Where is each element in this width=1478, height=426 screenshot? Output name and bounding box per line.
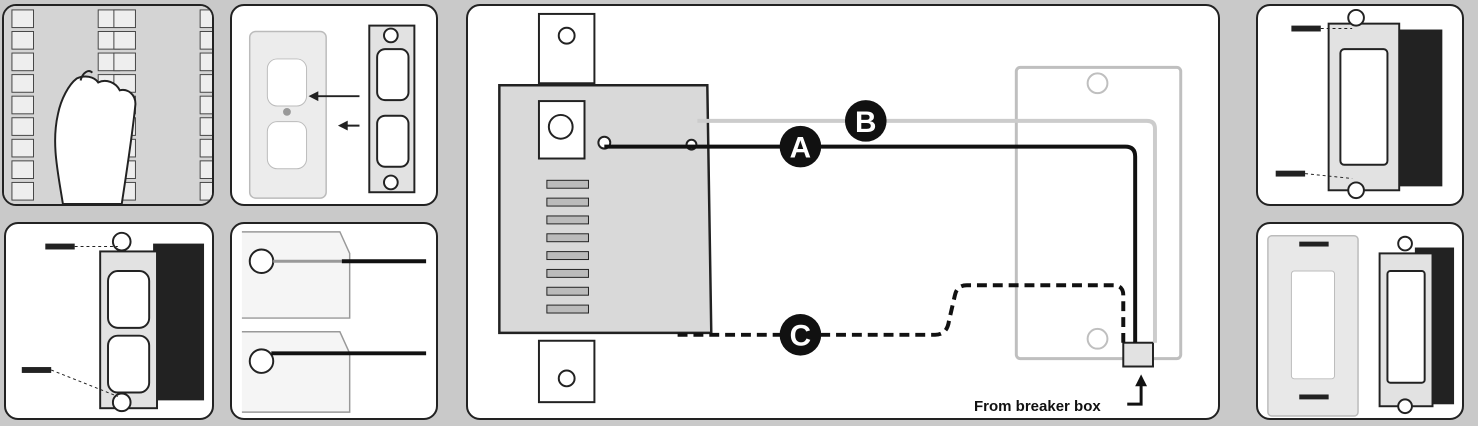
terminal-wiring-illustration [241,231,427,413]
terminal-screw-icon [248,248,275,274]
breaker-switch [11,52,34,72]
wire-label-a: A [779,125,822,168]
svg-text:A: A [790,132,811,165]
breaker-box-illustration [4,6,212,204]
device-fin [546,233,589,243]
attach-cover-illustration [1267,235,1455,417]
breaker-switch [113,30,136,50]
gfci-outlet-device [1378,235,1434,415]
terminal-screw-icon [248,348,275,374]
outlet-icon [368,24,416,194]
breaker-switch [11,9,34,29]
breaker-switch [199,30,212,50]
device-fin [546,268,589,278]
mount-outlet-illustration [1275,8,1443,200]
arrow-icon [1127,384,1143,406]
breaker-switch [113,52,136,72]
breaker-switch [199,160,212,180]
screw-icon [1291,25,1353,32]
breaker-switch [11,117,34,136]
step-breaker-panel [2,4,214,206]
wall-box [153,243,205,401]
gfci-outlet-device [498,12,713,404]
screw-icon [1299,394,1329,400]
svg-text:B: B [855,106,876,139]
screw-icon [1299,241,1329,247]
hand-icon [54,75,137,204]
step-mount-outlet [1256,4,1464,206]
terminal-screw-icon [547,113,574,140]
breaker-switch [11,160,34,180]
device-fin [546,215,589,225]
device-fin [546,251,589,261]
main-wiring-illustration: A B C [498,12,1183,406]
device-fins [546,179,589,314]
breaker-switch [11,30,34,50]
step-attach-cover [1256,222,1464,420]
breaker-switch [11,95,34,115]
wire-label-c: C [779,314,822,356]
wire-b-white [697,118,1157,343]
breaker-switch [199,9,212,29]
step-remove-outlet [4,222,214,420]
wire-label-b: B [844,100,887,142]
outlet-screws-illustration [21,231,205,413]
breaker-switch [11,74,34,93]
breaker-switch [11,138,34,158]
remove-cover-illustration [248,24,416,199]
step-remove-cover [230,4,438,206]
breaker-switch [199,95,212,115]
svg-text:C: C [790,320,811,353]
device-fin [546,197,589,207]
breaker-switch [199,117,212,136]
breaker-switch [199,74,212,93]
breaker-switch [199,181,212,201]
breaker-box-caption: From breaker box [974,398,1101,415]
outlet-icon [99,231,158,413]
screw-icon [21,367,118,397]
device-fin [546,304,589,314]
device-fin [546,179,589,189]
screw-icon [1275,170,1353,180]
gfci-outlet-device [1327,8,1401,200]
step-terminal-wiring [230,222,438,420]
cable-connector [1122,341,1154,368]
wire-a-black [604,144,1138,343]
breaker-switch [199,52,212,72]
device-fin [546,286,589,296]
wall-box [1395,29,1443,187]
screw-icon [45,243,118,250]
breaker-switch [113,9,136,29]
step-main-wiring: A B C From breaker box [466,4,1220,420]
breaker-switch [11,181,34,201]
wire-c-ground [677,283,1126,343]
wall-box [1014,65,1183,361]
breaker-switch [199,138,212,158]
